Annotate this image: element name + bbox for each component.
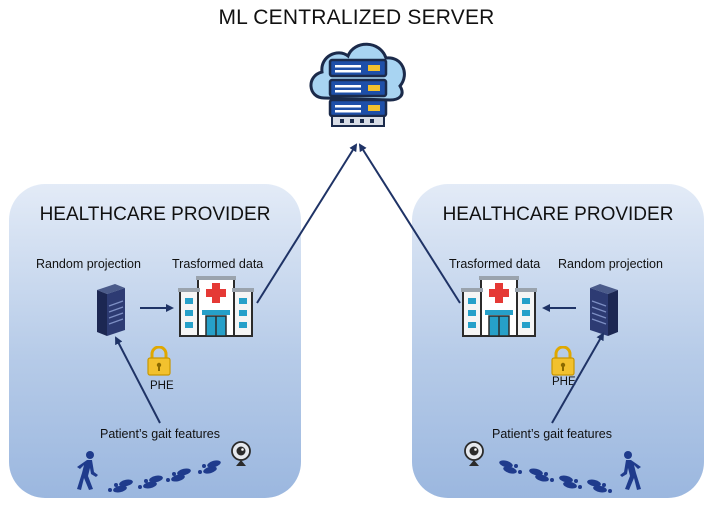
gait-features-label: Patient’s gait features — [100, 427, 220, 441]
cloud-server-icon — [309, 42, 406, 127]
webcam-icon — [464, 441, 484, 466]
hospital-icon — [461, 276, 537, 337]
lock-icon — [147, 346, 171, 376]
random-projection-label: Random projection — [36, 257, 141, 271]
footprints-icon — [499, 460, 612, 493]
arrow-left-to-server — [256, 143, 358, 304]
walking-person-icon — [620, 451, 641, 490]
provider-title: HEALTHCARE PROVIDER — [39, 204, 271, 225]
hospital-icon — [178, 276, 254, 337]
transformed-data-label: Trasformed data — [172, 257, 264, 271]
healthcare-provider-left: HEALTHCARE PROVIDER Random projection Tr… — [9, 184, 301, 498]
phe-label: PHE — [150, 380, 174, 392]
transformed-data-label: Trasformed data — [449, 257, 541, 271]
walking-person-icon — [77, 451, 98, 490]
server-tower-icon — [590, 284, 618, 336]
healthcare-provider-right: HEALTHCARE PROVIDER Trasformed data Rand… — [412, 184, 704, 498]
footprints-icon — [108, 460, 221, 493]
lock-icon — [551, 346, 575, 376]
provider-title: HEALTHCARE PROVIDER — [442, 204, 674, 225]
gait-features-label: Patient’s gait features — [492, 427, 612, 441]
server-tower-icon — [97, 284, 125, 336]
diagram-title: ML CENTRALIZED SERVER — [218, 6, 495, 29]
arrow-right-to-server — [358, 143, 461, 304]
arrow-features-to-tower-left — [115, 336, 161, 424]
phe-label: PHE — [552, 376, 576, 388]
webcam-icon — [231, 441, 251, 466]
arrow-features-to-tower-right — [551, 332, 604, 424]
random-projection-label: Random projection — [558, 257, 663, 271]
